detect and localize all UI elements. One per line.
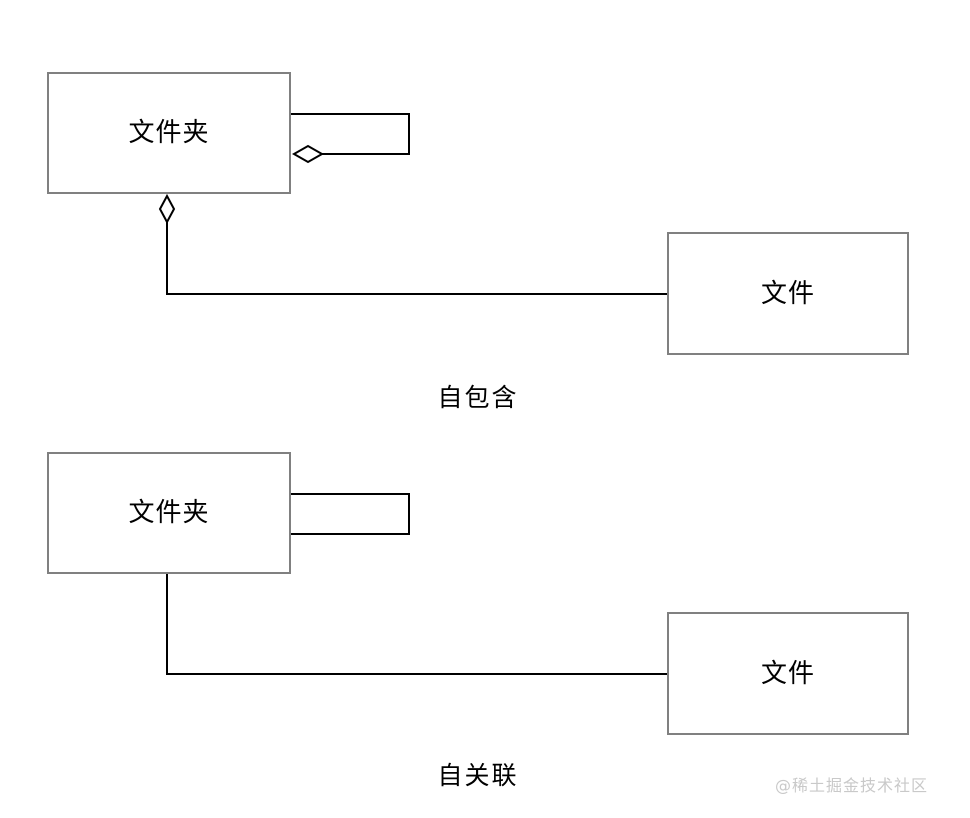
connector-self-loop-plain[interactable] <box>290 493 410 535</box>
entity-box-folder-2[interactable] <box>47 452 291 574</box>
entity-box-file-2[interactable] <box>667 612 909 735</box>
aggregation-diamond-self-loop-aggregation <box>291 144 325 164</box>
entity-box-folder-1[interactable] <box>47 72 291 194</box>
aggregation-diamond-folder-to-file-aggregation <box>158 193 176 225</box>
connector-self-loop-aggregation[interactable] <box>290 113 410 155</box>
connector-folder-to-file-aggregation[interactable] <box>166 222 668 295</box>
diagram-caption-self-containment: 自包含 <box>437 383 519 412</box>
entity-box-file-1[interactable] <box>667 232 909 355</box>
watermark-text: @稀土掘金技术社区 <box>774 776 928 795</box>
diagram-caption-self-association: 自关联 <box>437 761 519 790</box>
connector-folder-to-file-plain[interactable] <box>166 573 668 675</box>
